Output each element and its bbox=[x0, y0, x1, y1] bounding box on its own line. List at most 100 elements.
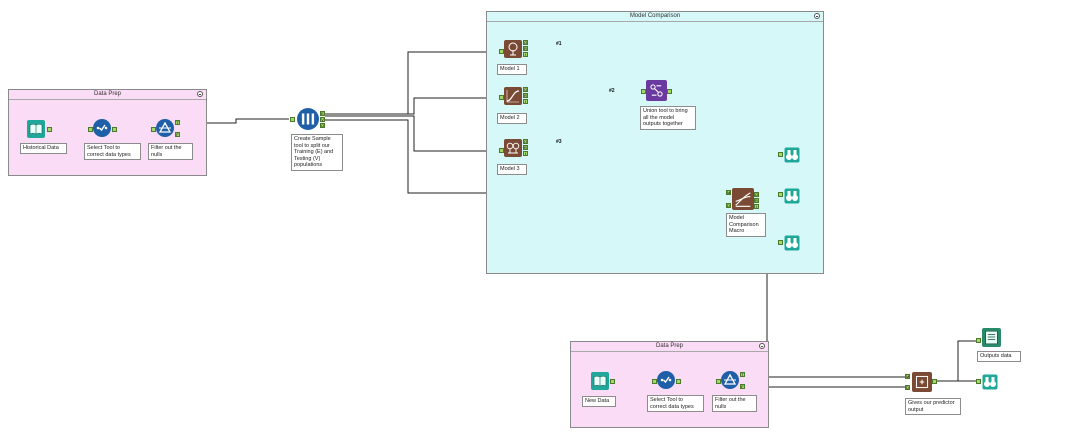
output-anchor[interactable]: O bbox=[523, 139, 528, 144]
compare-icon bbox=[735, 192, 751, 207]
select-tool-bottom-label: Select Tool to correct data types bbox=[647, 395, 704, 412]
connection-line bbox=[181, 118, 289, 124]
collapse-icon[interactable] bbox=[814, 13, 820, 19]
sample-icon bbox=[301, 113, 315, 125]
score-tool[interactable] bbox=[912, 372, 932, 392]
input-anchor[interactable] bbox=[499, 148, 504, 153]
filter-triangle-icon bbox=[723, 373, 737, 385]
select-tool-top-label: Select Tool to correct data types bbox=[84, 143, 141, 160]
outputs-data-tool[interactable] bbox=[982, 328, 1001, 347]
union-icon bbox=[650, 84, 663, 97]
binoculars-icon bbox=[784, 235, 800, 251]
model3-label: Model 3 bbox=[497, 164, 527, 175]
output-anchor[interactable] bbox=[676, 379, 681, 384]
browse-tool-4[interactable] bbox=[981, 373, 999, 391]
estimation-anchor[interactable]: E bbox=[320, 111, 325, 116]
connection-label-3: #3 bbox=[556, 139, 562, 145]
historical-data-tool[interactable] bbox=[27, 120, 45, 138]
select-tool-top[interactable] bbox=[93, 119, 111, 137]
browse-tool-2[interactable] bbox=[783, 187, 801, 205]
validation-anchor[interactable]: V bbox=[320, 117, 325, 122]
output-data-icon bbox=[985, 330, 998, 345]
container-model-comparison[interactable]: Model Comparison bbox=[486, 11, 824, 274]
data-anchor[interactable]: D bbox=[726, 203, 731, 208]
output-anchor[interactable]: O bbox=[523, 87, 528, 92]
model-anchor[interactable]: M bbox=[905, 374, 910, 379]
model2-tool[interactable] bbox=[504, 87, 522, 105]
output-anchor[interactable] bbox=[932, 379, 937, 384]
input-anchor[interactable] bbox=[88, 127, 93, 132]
forest-icon bbox=[506, 142, 520, 154]
new-data-tool[interactable] bbox=[591, 372, 609, 390]
connection-line bbox=[935, 340, 977, 382]
model-anchor[interactable]: M bbox=[726, 190, 731, 195]
browse-tool-3[interactable] bbox=[783, 234, 801, 252]
model3-tool[interactable] bbox=[504, 139, 522, 157]
new-data-label: New Data bbox=[582, 396, 616, 407]
filter-tool-bottom-label: Filter out the nulls bbox=[712, 395, 757, 412]
curve-icon bbox=[506, 90, 520, 103]
output-anchor[interactable]: O bbox=[320, 123, 325, 128]
connection-line bbox=[325, 51, 499, 115]
model-comparison-macro-label: Model Comparison Macro bbox=[726, 213, 766, 237]
data-anchor[interactable]: D bbox=[905, 385, 910, 390]
model1-label: Model 1 bbox=[497, 64, 527, 75]
checkmark-icon bbox=[96, 124, 108, 132]
binoculars-icon bbox=[784, 147, 800, 163]
input-anchor[interactable] bbox=[778, 192, 783, 197]
true-anchor[interactable]: T bbox=[740, 372, 745, 377]
connection-label-2: #2 bbox=[609, 88, 615, 94]
interactive-anchor[interactable]: I bbox=[523, 99, 528, 104]
container-title: Model Comparison bbox=[487, 12, 823, 22]
output-anchor[interactable]: O bbox=[754, 192, 759, 197]
report-anchor[interactable]: R bbox=[523, 145, 528, 150]
report-anchor[interactable]: R bbox=[523, 93, 528, 98]
outputs-data-label: Outputs data bbox=[977, 351, 1021, 362]
report-anchor[interactable]: R bbox=[523, 46, 528, 51]
true-anchor[interactable]: T bbox=[175, 120, 180, 125]
input-anchor[interactable] bbox=[499, 49, 504, 54]
output-anchor[interactable]: O bbox=[523, 40, 528, 45]
input-anchor[interactable] bbox=[652, 379, 657, 384]
input-anchor[interactable] bbox=[716, 379, 721, 384]
score-tool-label: Gives our predictor output bbox=[905, 398, 961, 415]
output-anchor[interactable] bbox=[667, 89, 672, 94]
checkmark-icon bbox=[660, 376, 672, 384]
output-anchor[interactable] bbox=[112, 127, 117, 132]
union-tool-label: Union tool to bring all the model output… bbox=[640, 106, 696, 130]
model1-tool[interactable] bbox=[504, 40, 522, 58]
filter-tool-top[interactable] bbox=[156, 119, 174, 137]
output-anchor[interactable] bbox=[610, 379, 615, 384]
score-icon bbox=[915, 375, 929, 389]
input-anchor[interactable] bbox=[778, 152, 783, 157]
interactive-anchor[interactable]: I bbox=[523, 151, 528, 156]
book-icon bbox=[593, 375, 607, 387]
select-tool-bottom[interactable] bbox=[657, 371, 675, 389]
create-sample-tool[interactable] bbox=[297, 108, 319, 130]
union-tool[interactable] bbox=[646, 80, 667, 101]
input-anchor[interactable] bbox=[778, 240, 783, 245]
input-anchor[interactable] bbox=[976, 338, 981, 343]
collapse-icon[interactable] bbox=[759, 343, 765, 349]
interactive-anchor[interactable]: I bbox=[754, 204, 759, 209]
interactive-anchor[interactable]: I bbox=[523, 52, 528, 57]
input-anchor[interactable] bbox=[499, 95, 504, 100]
false-anchor[interactable]: F bbox=[175, 132, 180, 137]
connection-label-1: #1 bbox=[556, 41, 562, 47]
input-anchor[interactable] bbox=[151, 127, 156, 132]
container-title: Data Prep bbox=[571, 342, 768, 352]
input-anchor[interactable] bbox=[976, 379, 981, 384]
collapse-icon[interactable] bbox=[197, 91, 203, 97]
input-anchor[interactable] bbox=[290, 117, 295, 122]
input-anchor[interactable] bbox=[641, 89, 646, 94]
browse-tool-1[interactable] bbox=[783, 146, 801, 164]
historical-data-label: Historical Data bbox=[20, 143, 67, 154]
false-anchor[interactable]: F bbox=[740, 384, 745, 389]
filter-tool-bottom[interactable] bbox=[721, 371, 739, 389]
filter-triangle-icon bbox=[158, 121, 172, 133]
tree-icon bbox=[508, 42, 518, 56]
output-anchor[interactable] bbox=[47, 127, 52, 132]
model-comparison-macro-tool[interactable] bbox=[732, 188, 754, 210]
report-anchor[interactable]: R bbox=[754, 198, 759, 203]
